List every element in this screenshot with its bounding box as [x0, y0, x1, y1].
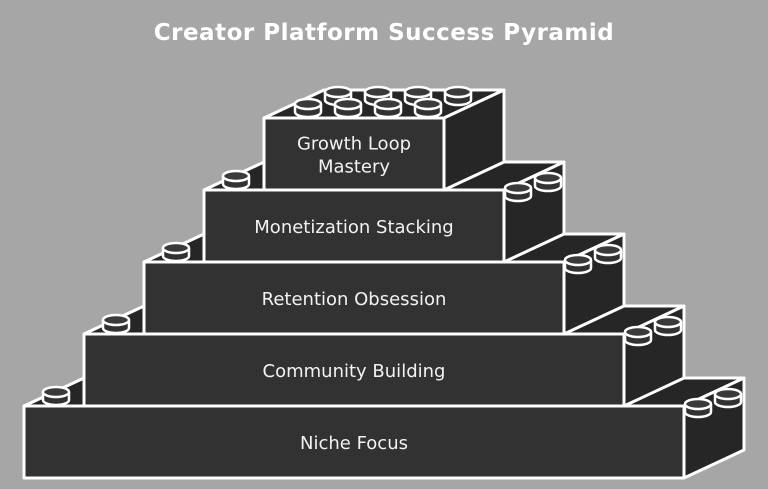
level-label: Mastery — [318, 157, 390, 178]
level-label: Growth Loop — [297, 134, 411, 155]
level-label: Community Building — [263, 361, 446, 382]
stud — [443, 85, 473, 107]
stud — [563, 253, 593, 275]
brick-front-face — [82, 332, 626, 408]
stud — [623, 325, 653, 347]
level-label: Monetization Stacking — [254, 217, 453, 238]
level-label: Retention Obsession — [262, 289, 447, 310]
brick-front-face — [262, 116, 446, 192]
stud — [533, 171, 563, 193]
stud — [161, 241, 191, 263]
stud — [41, 385, 71, 407]
stud — [221, 169, 251, 191]
stud — [293, 97, 323, 119]
stud — [413, 97, 443, 119]
stud — [503, 181, 533, 203]
level-label: Niche Focus — [300, 433, 408, 454]
stud — [101, 313, 131, 335]
brick-front-face — [22, 404, 686, 480]
stud — [333, 97, 363, 119]
brick-front-face — [202, 188, 506, 264]
stud — [653, 315, 683, 337]
stud — [373, 97, 403, 119]
diagram-title: Creator Platform Success Pyramid — [154, 20, 615, 46]
brick-front-face — [142, 260, 566, 336]
stud — [713, 387, 743, 409]
stud — [683, 397, 713, 419]
pyramid-bricks: Niche Focus Community Building Retention O… — [22, 85, 746, 480]
stud — [593, 243, 623, 265]
